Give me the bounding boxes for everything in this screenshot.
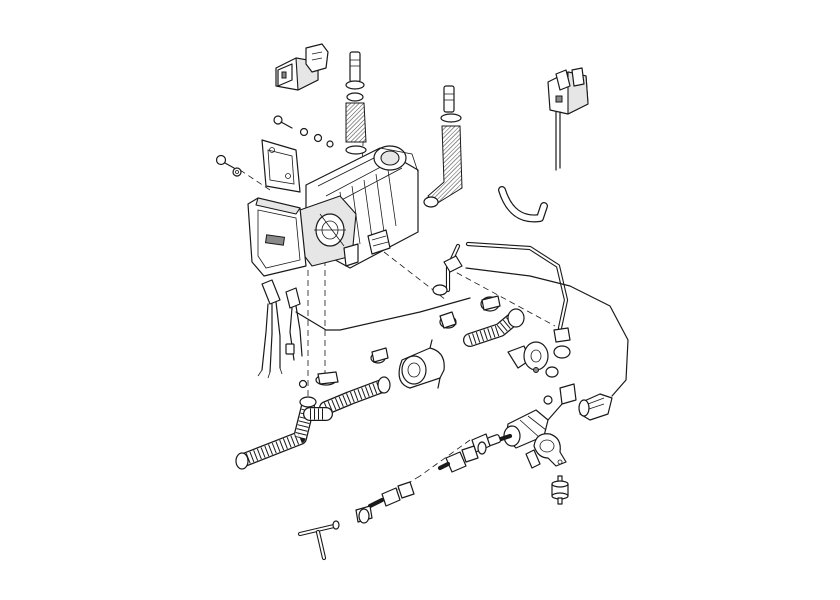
pump-connector (578, 393, 613, 421)
exhaust-clamp-1 (480, 295, 501, 312)
hose-clamp-3 (370, 347, 389, 364)
heater-unit (247, 145, 419, 277)
fuel-connector-1 (471, 433, 491, 455)
coolant-elbow-hose (463, 308, 531, 369)
coolant-outlet-pipe-right (423, 85, 463, 208)
mounting-bolts (215, 115, 334, 177)
fuel-pump (486, 383, 577, 449)
coolant-outlet-pipe-left (345, 51, 367, 155)
hose-clamp-2 (439, 311, 457, 329)
wiring-harness (257, 279, 471, 389)
cable-strap (498, 186, 548, 223)
relay-connector (275, 43, 329, 91)
exhaust-hose-long (235, 396, 317, 470)
temperature-sensor (547, 67, 589, 171)
mounting-bracket (261, 139, 301, 193)
fuel-connector-4 (355, 505, 373, 524)
hose-clamp-4 (315, 371, 339, 386)
fuel-connector-2 (437, 445, 479, 473)
intake-silencer (398, 339, 445, 389)
fuel-tee-fitting (297, 520, 340, 561)
fuel-connector-3 (367, 481, 415, 509)
fuel-line (432, 241, 571, 359)
rubber-mount (551, 475, 569, 505)
exhaust-hose-short (319, 376, 391, 415)
flange-gasket (523, 341, 559, 378)
pump-bracket (525, 433, 567, 469)
sensor-wire (465, 267, 629, 397)
